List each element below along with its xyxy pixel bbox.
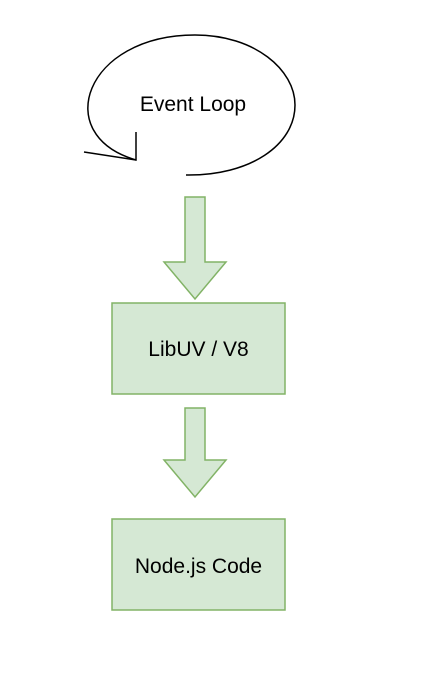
nodejs-code-label: Node.js Code bbox=[135, 555, 262, 578]
arrow-event-loop-to-libuv bbox=[162, 196, 228, 301]
event-loop-arrowhead bbox=[83, 132, 137, 161]
event-loop-curve bbox=[87, 34, 296, 176]
arrow-libuv-to-nodejs bbox=[162, 407, 228, 499]
nodejs-code-box bbox=[111, 518, 286, 611]
nodejs-code-node: Node.js Code bbox=[111, 518, 286, 611]
event-loop-node: Event Loop bbox=[83, 34, 296, 176]
libuv-v8-box bbox=[111, 302, 286, 395]
libuv-v8-label: LibUV / V8 bbox=[148, 338, 248, 361]
libuv-v8-node: LibUV / V8 bbox=[111, 302, 286, 395]
event-loop-label: Event Loop bbox=[140, 93, 246, 116]
